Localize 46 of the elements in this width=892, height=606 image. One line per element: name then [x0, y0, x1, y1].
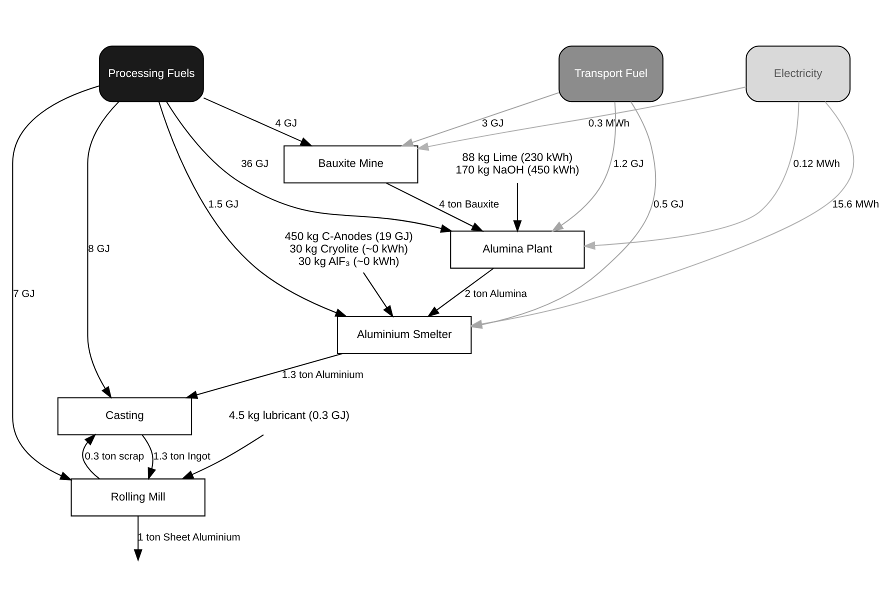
edge-label: 0.3 ton scrap: [84, 450, 144, 462]
node-box: Processing Fuels: [99, 45, 204, 102]
arrow: [363, 272, 394, 318]
arrow: [185, 352, 342, 398]
node-box: Alumina Plant: [450, 230, 585, 268]
edge-label: 1 ton Sheet Aluminium: [138, 532, 240, 544]
arrow: [427, 267, 494, 317]
node-text: 450 kg C-Anodes (19 GJ) 30 kg Cryolite (~0 kWh) 30 kg AlF₃ (~0 kWh): [284, 230, 413, 268]
arrow: [166, 101, 454, 232]
node-box: Electricity: [746, 45, 851, 102]
arrow: [513, 182, 522, 232]
edge-label: 4 ton Bauxite: [439, 199, 500, 210]
edge-label: 3 GJ: [482, 118, 504, 129]
edge-label: 1.5 GJ: [208, 199, 239, 210]
node-text: 88 kg Lime (230 kWh) 170 kg NaOH (450 kWh): [456, 152, 580, 176]
node-box: Transport Fuel: [558, 45, 664, 102]
arrow: [551, 101, 616, 232]
edge-label: 8 GJ: [88, 244, 110, 255]
arrow: [416, 86, 746, 150]
edge-label: 1.3 ton Aluminium: [282, 370, 364, 381]
edge-label: 15.6 MWh: [832, 199, 880, 210]
node-box: Casting: [57, 396, 192, 435]
edge-label: 0.5 GJ: [653, 199, 684, 210]
arrow: [87, 100, 120, 398]
edge-label: 36 GJ: [241, 158, 268, 170]
arrow: [203, 96, 313, 146]
edge-label: 1.3 ton Ingot: [153, 450, 210, 462]
arrow: [181, 434, 264, 479]
edge-label: 2 ton Alumina: [464, 288, 527, 300]
edge-label: 4 GJ: [275, 118, 297, 129]
node-box: Bauxite Mine: [284, 144, 418, 183]
arrow: [12, 84, 100, 480]
edge-label: 1.2 GJ: [613, 158, 644, 170]
arrow: [386, 182, 484, 232]
arrow: [142, 434, 156, 480]
edge-label: 0.12 MWh: [793, 158, 840, 170]
edge-label: 0.3 MWh: [588, 118, 630, 129]
arrow: [400, 92, 560, 146]
node-box: Aluminium Smelter: [337, 315, 472, 354]
arrow: [582, 101, 800, 250]
arrow: [82, 433, 100, 479]
arrow: [158, 101, 348, 317]
node-box: Rolling Mill: [70, 478, 206, 516]
node-text: 4.5 kg lubricant (0.3 GJ): [228, 410, 350, 422]
arrow: [134, 515, 142, 562]
edge-label: 7 GJ: [13, 288, 35, 300]
